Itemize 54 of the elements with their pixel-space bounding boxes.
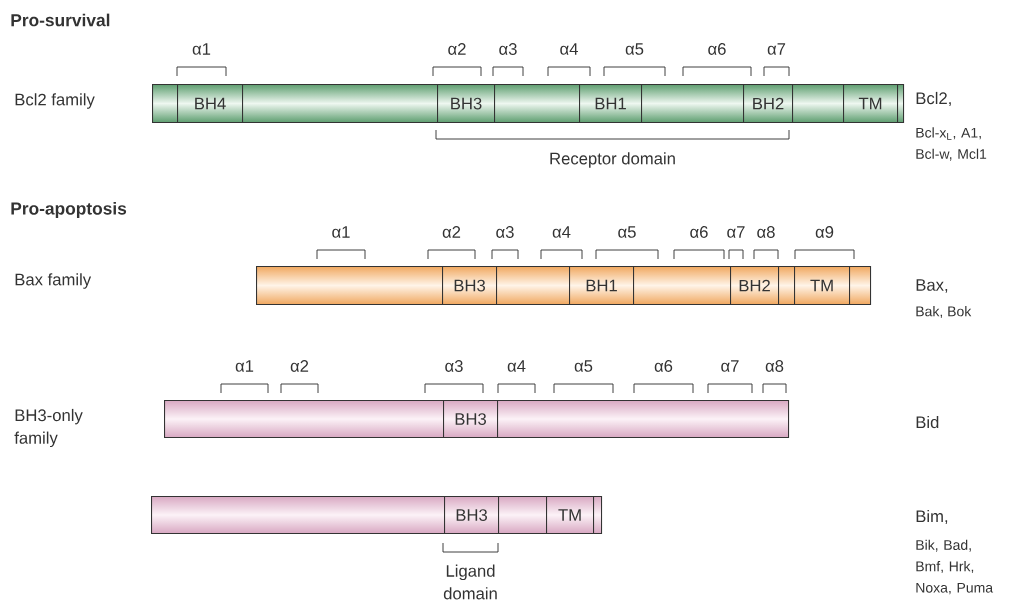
- family-name: Bcl2 family: [15, 93, 95, 109]
- domain-box: BH1: [579, 84, 643, 124]
- helix-label: α7: [727, 226, 745, 238]
- helix-label: α4: [560, 43, 578, 55]
- protein-bar: [152, 84, 905, 124]
- helix-label: α5: [618, 226, 636, 238]
- domain-label: Ligand domain: [443, 564, 497, 600]
- domain-box: BH2: [743, 84, 794, 124]
- helix-label: α7: [721, 360, 739, 372]
- helix-label: α2: [442, 226, 461, 238]
- helix-label: α7: [767, 43, 786, 55]
- helix-label: α1: [192, 43, 211, 55]
- helix-label: α5: [574, 360, 593, 372]
- protein-bar: [151, 496, 603, 535]
- helix-label: α8: [757, 226, 775, 238]
- section-heading: Pro-apoptosis: [11, 201, 127, 219]
- protein-bar: [164, 400, 790, 439]
- domain-box: BH2: [730, 266, 780, 306]
- member-name: Bid: [916, 415, 939, 429]
- family-name: Bax family: [15, 273, 92, 289]
- domain-box: TM: [546, 496, 595, 535]
- helix-label: α2: [290, 360, 309, 372]
- domain-box: BH3: [444, 496, 500, 535]
- domain-box: BH1: [569, 266, 635, 306]
- helix-label: α1: [235, 360, 254, 372]
- helix-label: α6: [690, 226, 708, 238]
- helix-label: α2: [448, 43, 466, 55]
- helix-label: α4: [507, 360, 526, 372]
- helix-label: α6: [708, 43, 726, 55]
- domain-box: BH4: [177, 84, 244, 124]
- member-name: Bax,: [916, 279, 948, 293]
- helix-label: α5: [625, 43, 644, 55]
- helix-label: α3: [445, 360, 463, 372]
- domain-box: TM: [843, 84, 899, 124]
- helix-label: α9: [815, 226, 834, 238]
- member-list: Bcl-x$_{L}$, A1, Bcl-w, Mcl1: [916, 127, 987, 161]
- member-list: Bik, Bad, Bmf, Hrk, Noxa, Puma: [916, 539, 994, 595]
- domain-box: BH3: [437, 84, 496, 124]
- member-name: Bcl2,: [916, 91, 951, 107]
- family-name: BH3-only family: [14, 408, 83, 448]
- helix-label: α3: [499, 43, 517, 55]
- helix-label: α4: [552, 226, 571, 238]
- member-name: Bim,: [916, 509, 948, 525]
- member-list: Bak, Bok: [916, 306, 972, 318]
- protein-bar: [256, 266, 872, 306]
- domain-box: BH3: [443, 400, 499, 439]
- helix-label: α3: [496, 226, 514, 238]
- helix-label: α8: [765, 360, 784, 372]
- domain-box: TM: [794, 266, 851, 306]
- helix-label: α1: [332, 226, 350, 238]
- domain-label: Receptor domain: [550, 152, 675, 168]
- domain-box: BH3: [442, 266, 498, 306]
- section-heading: Pro-survival: [11, 13, 110, 27]
- helix-label: α6: [654, 360, 673, 372]
